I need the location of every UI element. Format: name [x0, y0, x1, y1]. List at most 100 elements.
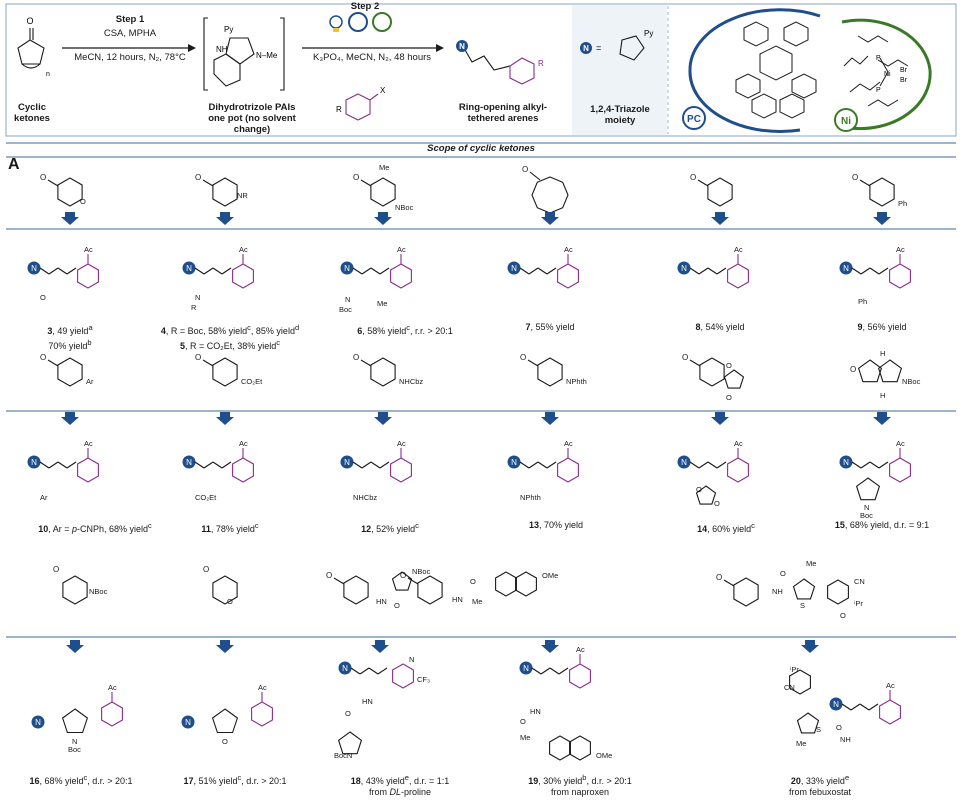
ac-label: Ac — [886, 681, 895, 690]
ring — [549, 735, 571, 761]
bond — [860, 461, 871, 469]
aryl-ring — [889, 263, 911, 289]
nickel-complex-structure — [843, 35, 909, 107]
ring — [61, 708, 89, 734]
n-badge-label: N — [31, 458, 37, 467]
n-badge-label: N — [344, 458, 350, 467]
atom-label: O — [726, 393, 732, 402]
light-bulb-icon — [329, 15, 343, 32]
bond — [707, 461, 718, 469]
atom-label: CF₃ — [417, 675, 430, 684]
atom-label: O — [850, 365, 856, 374]
ac-label: Ac — [734, 439, 743, 448]
cyclic-ketone-ring — [57, 357, 83, 387]
n-badge — [340, 455, 354, 469]
caption-4-5: 4, R = Boc, 58% yieldc, 85% yieldd 5, R … — [160, 323, 300, 351]
bond — [716, 267, 727, 275]
n-badge — [507, 261, 521, 275]
cyclic-ketone-ring — [733, 577, 759, 607]
n-badge-label: N — [511, 458, 517, 467]
svg-text:PC: PC — [687, 114, 701, 125]
ring — [569, 735, 591, 761]
step1-reagents: CSA, MPHA — [103, 28, 157, 39]
n-badge-label: N — [344, 264, 350, 273]
down-arrow — [541, 212, 559, 225]
atom-label: OMe — [542, 571, 558, 580]
down-arrow — [66, 640, 84, 653]
ring — [391, 571, 413, 591]
atom-label: Boc — [860, 511, 873, 520]
bond — [869, 461, 880, 469]
bond — [379, 461, 390, 469]
caption-15: 15, 68% yield, d.r. = 9:1 — [834, 520, 930, 530]
pc-cycle-arc — [688, 8, 821, 71]
atom-label: Ar — [86, 377, 94, 386]
aryl-ring — [77, 457, 99, 483]
aryl-ring — [727, 457, 749, 483]
caption-19: 19, 30% yieldb, d.r. > 20:1 from naproxe… — [528, 773, 632, 797]
atom-label: NH — [840, 735, 851, 744]
atom-label: O — [840, 611, 846, 620]
bond — [202, 179, 214, 187]
caption-13: 13, 70% yield — [528, 520, 584, 530]
atom-label: Ph — [898, 199, 907, 208]
bond — [359, 667, 370, 675]
aryl-ring — [879, 699, 901, 725]
bond — [540, 667, 551, 675]
aryl-ring — [557, 457, 579, 483]
n-badge — [839, 261, 853, 275]
x-label: X — [380, 86, 386, 95]
aryl-ring — [557, 263, 579, 289]
ring — [792, 578, 816, 600]
bond — [519, 461, 530, 469]
atom-label: Ph — [858, 297, 867, 306]
atom-label: NPhth — [566, 377, 587, 386]
n-badge — [182, 455, 196, 469]
ketone-o: O — [353, 173, 359, 182]
bond — [370, 267, 381, 275]
ac-label: Ac — [239, 439, 248, 448]
cyclic-ketone-ring — [707, 177, 733, 207]
aryl-ring — [101, 701, 123, 727]
aryl-ring — [390, 263, 412, 289]
bond — [194, 267, 205, 275]
ketone-o: O — [195, 173, 201, 182]
triazole-panel — [572, 5, 667, 135]
down-arrow — [801, 640, 819, 653]
caption-3: 3, 49 yielda 70% yieldb — [47, 323, 93, 351]
bond — [537, 267, 548, 275]
n-badge — [181, 715, 195, 729]
atom-label: NBoc — [89, 587, 108, 596]
cyclic-ketone-structure — [17, 28, 45, 69]
ring — [695, 485, 717, 505]
n-badge-label: N — [681, 458, 687, 467]
caption-7: 7, 55% yield — [525, 322, 575, 332]
py-label-2: Py — [644, 29, 653, 38]
atom-label: S — [816, 725, 821, 734]
r-label-product: R — [538, 59, 544, 68]
down-arrow — [216, 640, 234, 653]
ac-label: Ac — [239, 245, 248, 254]
triazole-structure — [619, 35, 645, 61]
atom-label: O — [520, 717, 526, 726]
ketone-o: O — [690, 173, 696, 182]
aryl-ring — [251, 701, 273, 727]
bond — [47, 359, 59, 367]
ring — [855, 477, 881, 501]
bond — [878, 461, 889, 469]
atom-label: O — [222, 737, 228, 746]
bond — [352, 461, 363, 469]
down-arrow — [371, 640, 389, 653]
atom-label: NR — [237, 191, 248, 200]
caption-11: 11, 78% yieldc — [201, 521, 259, 534]
atom-label: NBoc — [395, 203, 414, 212]
caption-12: 12, 52% yieldc — [361, 521, 419, 534]
caption-17: 17, 51% yieldc, d.r. > 20:1 — [183, 773, 287, 786]
atom-label: HN — [530, 707, 541, 716]
bond — [350, 667, 361, 675]
bond — [57, 461, 68, 469]
ring — [212, 575, 238, 605]
n-badge — [27, 455, 41, 469]
n-badge — [31, 715, 45, 729]
